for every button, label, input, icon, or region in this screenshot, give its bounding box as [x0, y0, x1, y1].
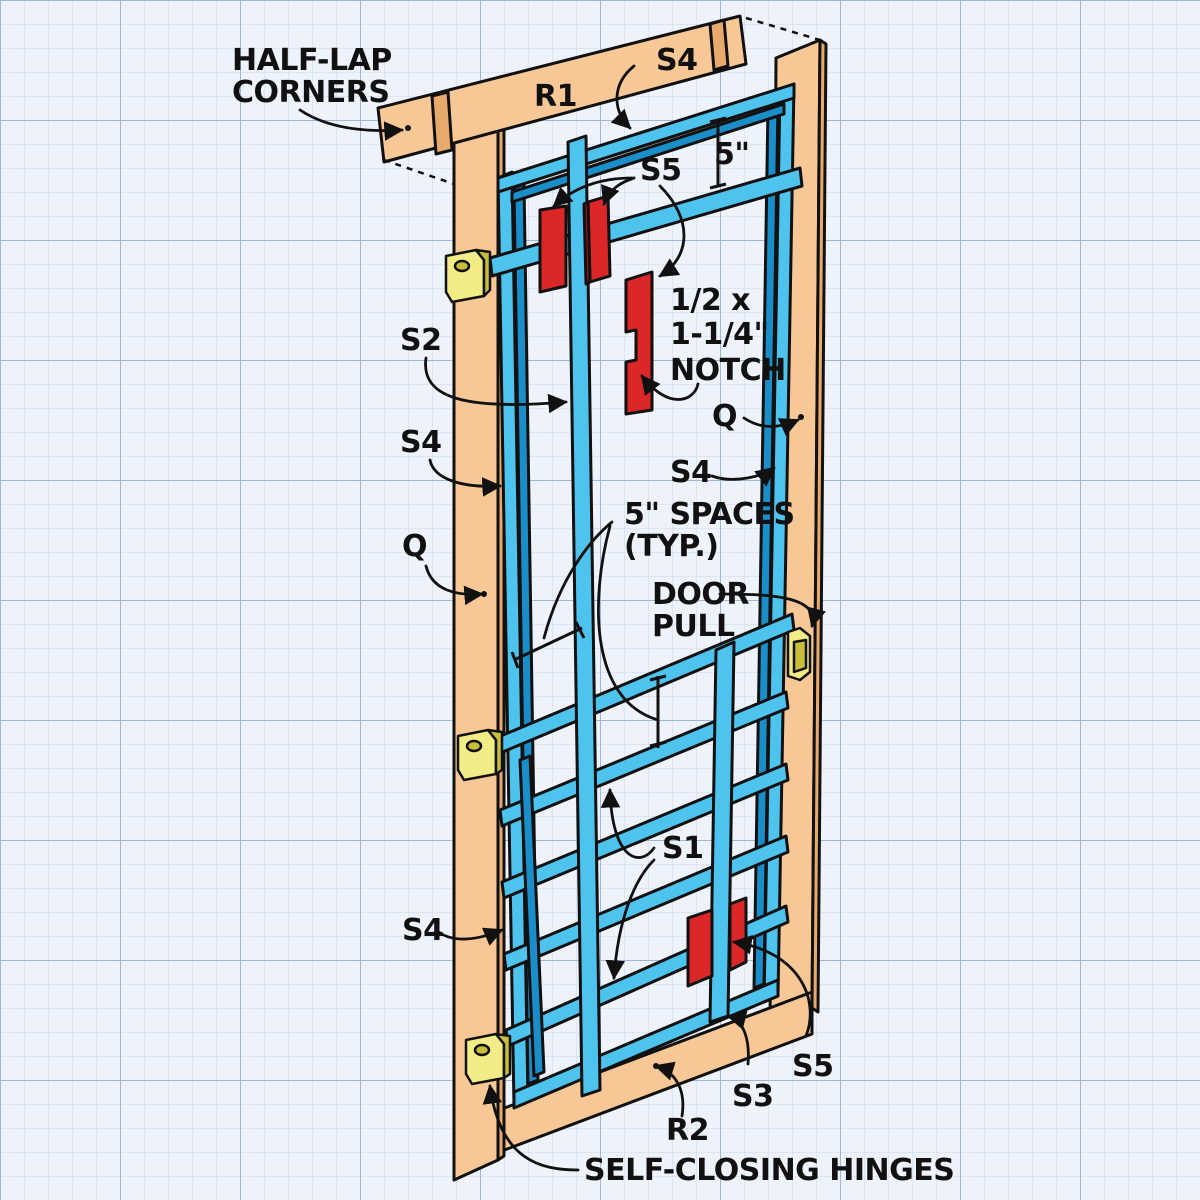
leader-s5-bottom: [732, 934, 812, 1038]
self-closing-hinges: [444, 248, 512, 1086]
spacer-block-top-right: [586, 194, 612, 284]
hinge-bottom: [464, 1032, 512, 1086]
leader-s4-top: [610, 64, 636, 130]
label-spaces-line2: (TYP.): [624, 529, 719, 564]
label-notch-line3: NOTCH: [670, 353, 786, 388]
leader-s2: [424, 356, 568, 414]
leader-s1-b: [605, 858, 656, 980]
lower-inner-left: [518, 754, 546, 1078]
dimension-lines: [510, 116, 727, 748]
leader-s1-a: [600, 788, 656, 859]
leader-s5-top-a: [552, 176, 634, 208]
label-s1: S1: [662, 831, 703, 866]
screen-frame: [488, 82, 804, 1110]
leader-s5-top-b: [601, 176, 636, 206]
label-s4-left-mid: S4: [400, 425, 441, 460]
leader-door-pull: [718, 592, 826, 628]
label-r2: R2: [666, 1113, 709, 1148]
spacer-block-bottom-left: [686, 908, 714, 988]
leader-spaces-b: [597, 524, 660, 722]
label-dim-5in: 5": [714, 137, 750, 172]
label-r1: R1: [534, 79, 577, 114]
hinge-top: [444, 248, 492, 304]
label-s2: S2: [400, 323, 441, 358]
explode-guides: [383, 16, 821, 186]
spacer-block-top-left: [538, 204, 568, 294]
right-stile-q-side: [810, 38, 828, 1014]
label-door-pull-line2: PULL: [652, 609, 735, 644]
leader-r2: [654, 1061, 685, 1118]
leader-lines: [298, 64, 826, 1172]
label-half-lap-line2: CORNERS: [232, 75, 389, 110]
label-s4-left-low: S4: [402, 913, 443, 948]
leader-s4-left-low: [434, 927, 504, 946]
spacer-block-bottom-right: [728, 896, 748, 972]
center-vertical-s2: [566, 134, 602, 1098]
door-pull: [786, 626, 812, 682]
label-hinges: SELF-CLOSING HINGES: [584, 1153, 954, 1188]
label-s5-top: S5: [640, 153, 681, 188]
label-q-left: Q: [402, 529, 427, 564]
top-rail-r1-lap-right: [708, 18, 730, 72]
leader-q-left: [424, 564, 484, 606]
top-rail-r1: [376, 14, 748, 164]
dim-5in-spaces-horizontal: [513, 626, 583, 662]
label-s3: S3: [732, 1079, 773, 1114]
label-half-lap-line1: HALF-LAP: [232, 43, 392, 78]
leader-spaces-a: [542, 520, 614, 640]
leader-notch-label: [640, 374, 700, 401]
hinge-middle: [456, 728, 504, 782]
leader-half-lap: [298, 108, 404, 141]
callout-labels: HALF-LAP CORNERS R1 S4 5" S5 1/2 x 1-1/4…: [232, 43, 955, 1188]
label-spaces-line1: 5" SPACES: [624, 497, 795, 532]
label-q-right: Q: [712, 399, 737, 434]
upper-horizontal-s1: [488, 166, 804, 278]
label-s4-right-mid: S4: [670, 455, 711, 490]
top-rail-r1-lap-left: [430, 90, 454, 156]
leader-q-right: [742, 416, 800, 437]
leader-hinges: [482, 1084, 580, 1172]
label-door-pull-line1: DOOR: [652, 577, 749, 612]
leader-s3: [726, 1010, 750, 1066]
label-notch-line2: 1-1/4": [670, 317, 769, 352]
label-s5-bottom: S5: [792, 1049, 833, 1084]
leader-s4-right-mid: [710, 466, 776, 487]
leader-notch: [658, 184, 686, 278]
label-s4-top: S4: [656, 43, 697, 78]
leader-s4-left-mid: [428, 458, 502, 497]
spacer-block-top-right-side: [582, 200, 592, 286]
label-notch-line1: 1/2 x: [670, 283, 750, 318]
